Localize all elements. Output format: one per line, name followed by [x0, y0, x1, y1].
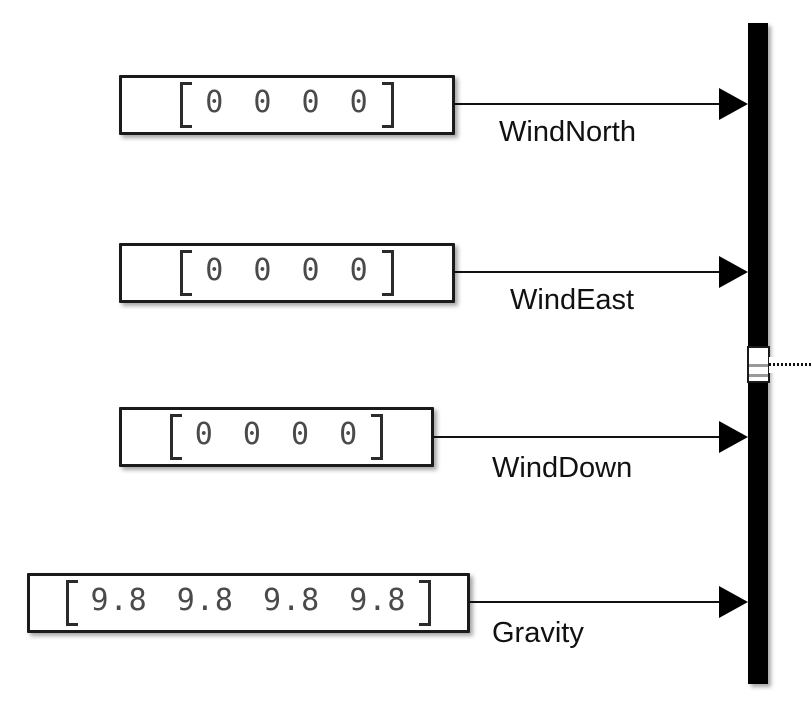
dotted-line-icon [769, 363, 811, 366]
constant-block-gravity[interactable]: 9.8 9.8 9.8 9.8 [27, 573, 470, 633]
matrix-close-bracket-icon [381, 250, 394, 296]
signal-wire-winddown[interactable] [432, 436, 720, 438]
handle-divider [749, 374, 768, 377]
signal-label-winddown[interactable]: WindDown [492, 452, 633, 484]
matrix-open-bracket-icon [180, 82, 193, 128]
matrix-close-bracket-icon [381, 82, 394, 128]
matrix-open-bracket-icon [65, 580, 78, 626]
handle-divider [749, 364, 768, 367]
signal-wire-windeast[interactable] [453, 271, 720, 273]
constant-block-windnorth[interactable]: 0 0 0 0 [119, 75, 455, 135]
signal-wire-windnorth[interactable] [453, 103, 720, 105]
constant-value: 0 0 0 0 [194, 417, 359, 452]
arrowhead-icon [719, 586, 748, 618]
bus-output-wire[interactable] [769, 357, 811, 373]
matrix-open-bracket-icon [180, 250, 193, 296]
signal-label-windnorth[interactable]: WindNorth [499, 116, 636, 148]
bus-connection-handle[interactable] [747, 346, 770, 383]
constant-value: 0 0 0 0 [205, 85, 369, 120]
constant-value: 0 0 0 0 [205, 253, 369, 288]
signal-label-gravity[interactable]: Gravity [492, 617, 584, 649]
matrix-open-bracket-icon [169, 414, 182, 460]
constant-value: 9.8 9.8 9.8 9.8 [90, 583, 407, 618]
constant-block-windeast[interactable]: 0 0 0 0 [119, 243, 455, 303]
arrowhead-icon [719, 421, 748, 453]
constant-block-winddown[interactable]: 0 0 0 0 [119, 407, 434, 467]
arrowhead-icon [719, 256, 748, 288]
matrix-close-bracket-icon [371, 414, 384, 460]
arrowhead-icon [719, 88, 748, 120]
matrix-close-bracket-icon [419, 580, 432, 626]
signal-wire-gravity[interactable] [468, 601, 720, 603]
signal-label-windeast[interactable]: WindEast [510, 284, 635, 316]
